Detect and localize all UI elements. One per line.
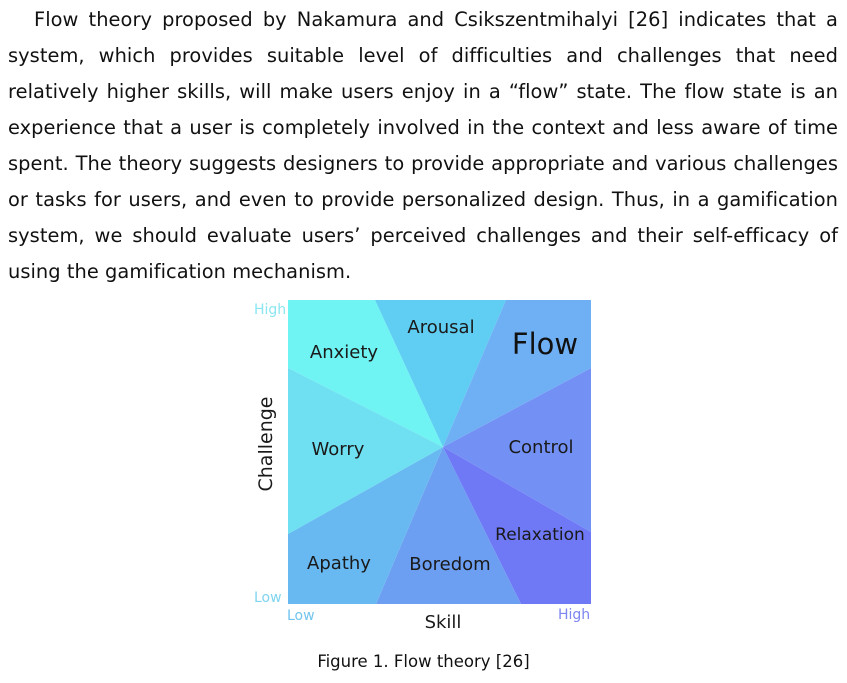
body-paragraph: Flow theory proposed by Nakamura and Csi… — [8, 8, 838, 283]
x-axis-title: Skill — [425, 612, 462, 633]
region-apathy — [288, 447, 443, 604]
region-arousal — [375, 300, 506, 447]
y-axis-high-label: High — [254, 302, 286, 318]
region-worry — [288, 368, 443, 534]
x-axis-high-label: High — [558, 607, 590, 623]
region-boredom — [376, 447, 521, 604]
y-axis-title: Challenge — [255, 397, 277, 492]
region-anxiety — [288, 300, 443, 447]
region-flow — [443, 300, 591, 447]
label-arousal: Arousal — [407, 317, 474, 338]
label-flow: Flow — [512, 327, 578, 361]
region-control — [443, 368, 591, 532]
label-control: Control — [508, 437, 573, 458]
y-axis-low-label: Low — [254, 590, 282, 606]
label-apathy: Apathy — [307, 553, 371, 574]
label-worry: Worry — [312, 439, 365, 460]
label-boredom: Boredom — [409, 554, 490, 575]
region-relaxation — [443, 447, 591, 604]
figure-caption: Figure 1. Flow theory [26] — [317, 652, 530, 671]
label-anxiety: Anxiety — [310, 342, 379, 363]
x-axis-low-label: Low — [287, 608, 315, 624]
label-relaxation: Relaxation — [495, 525, 585, 545]
